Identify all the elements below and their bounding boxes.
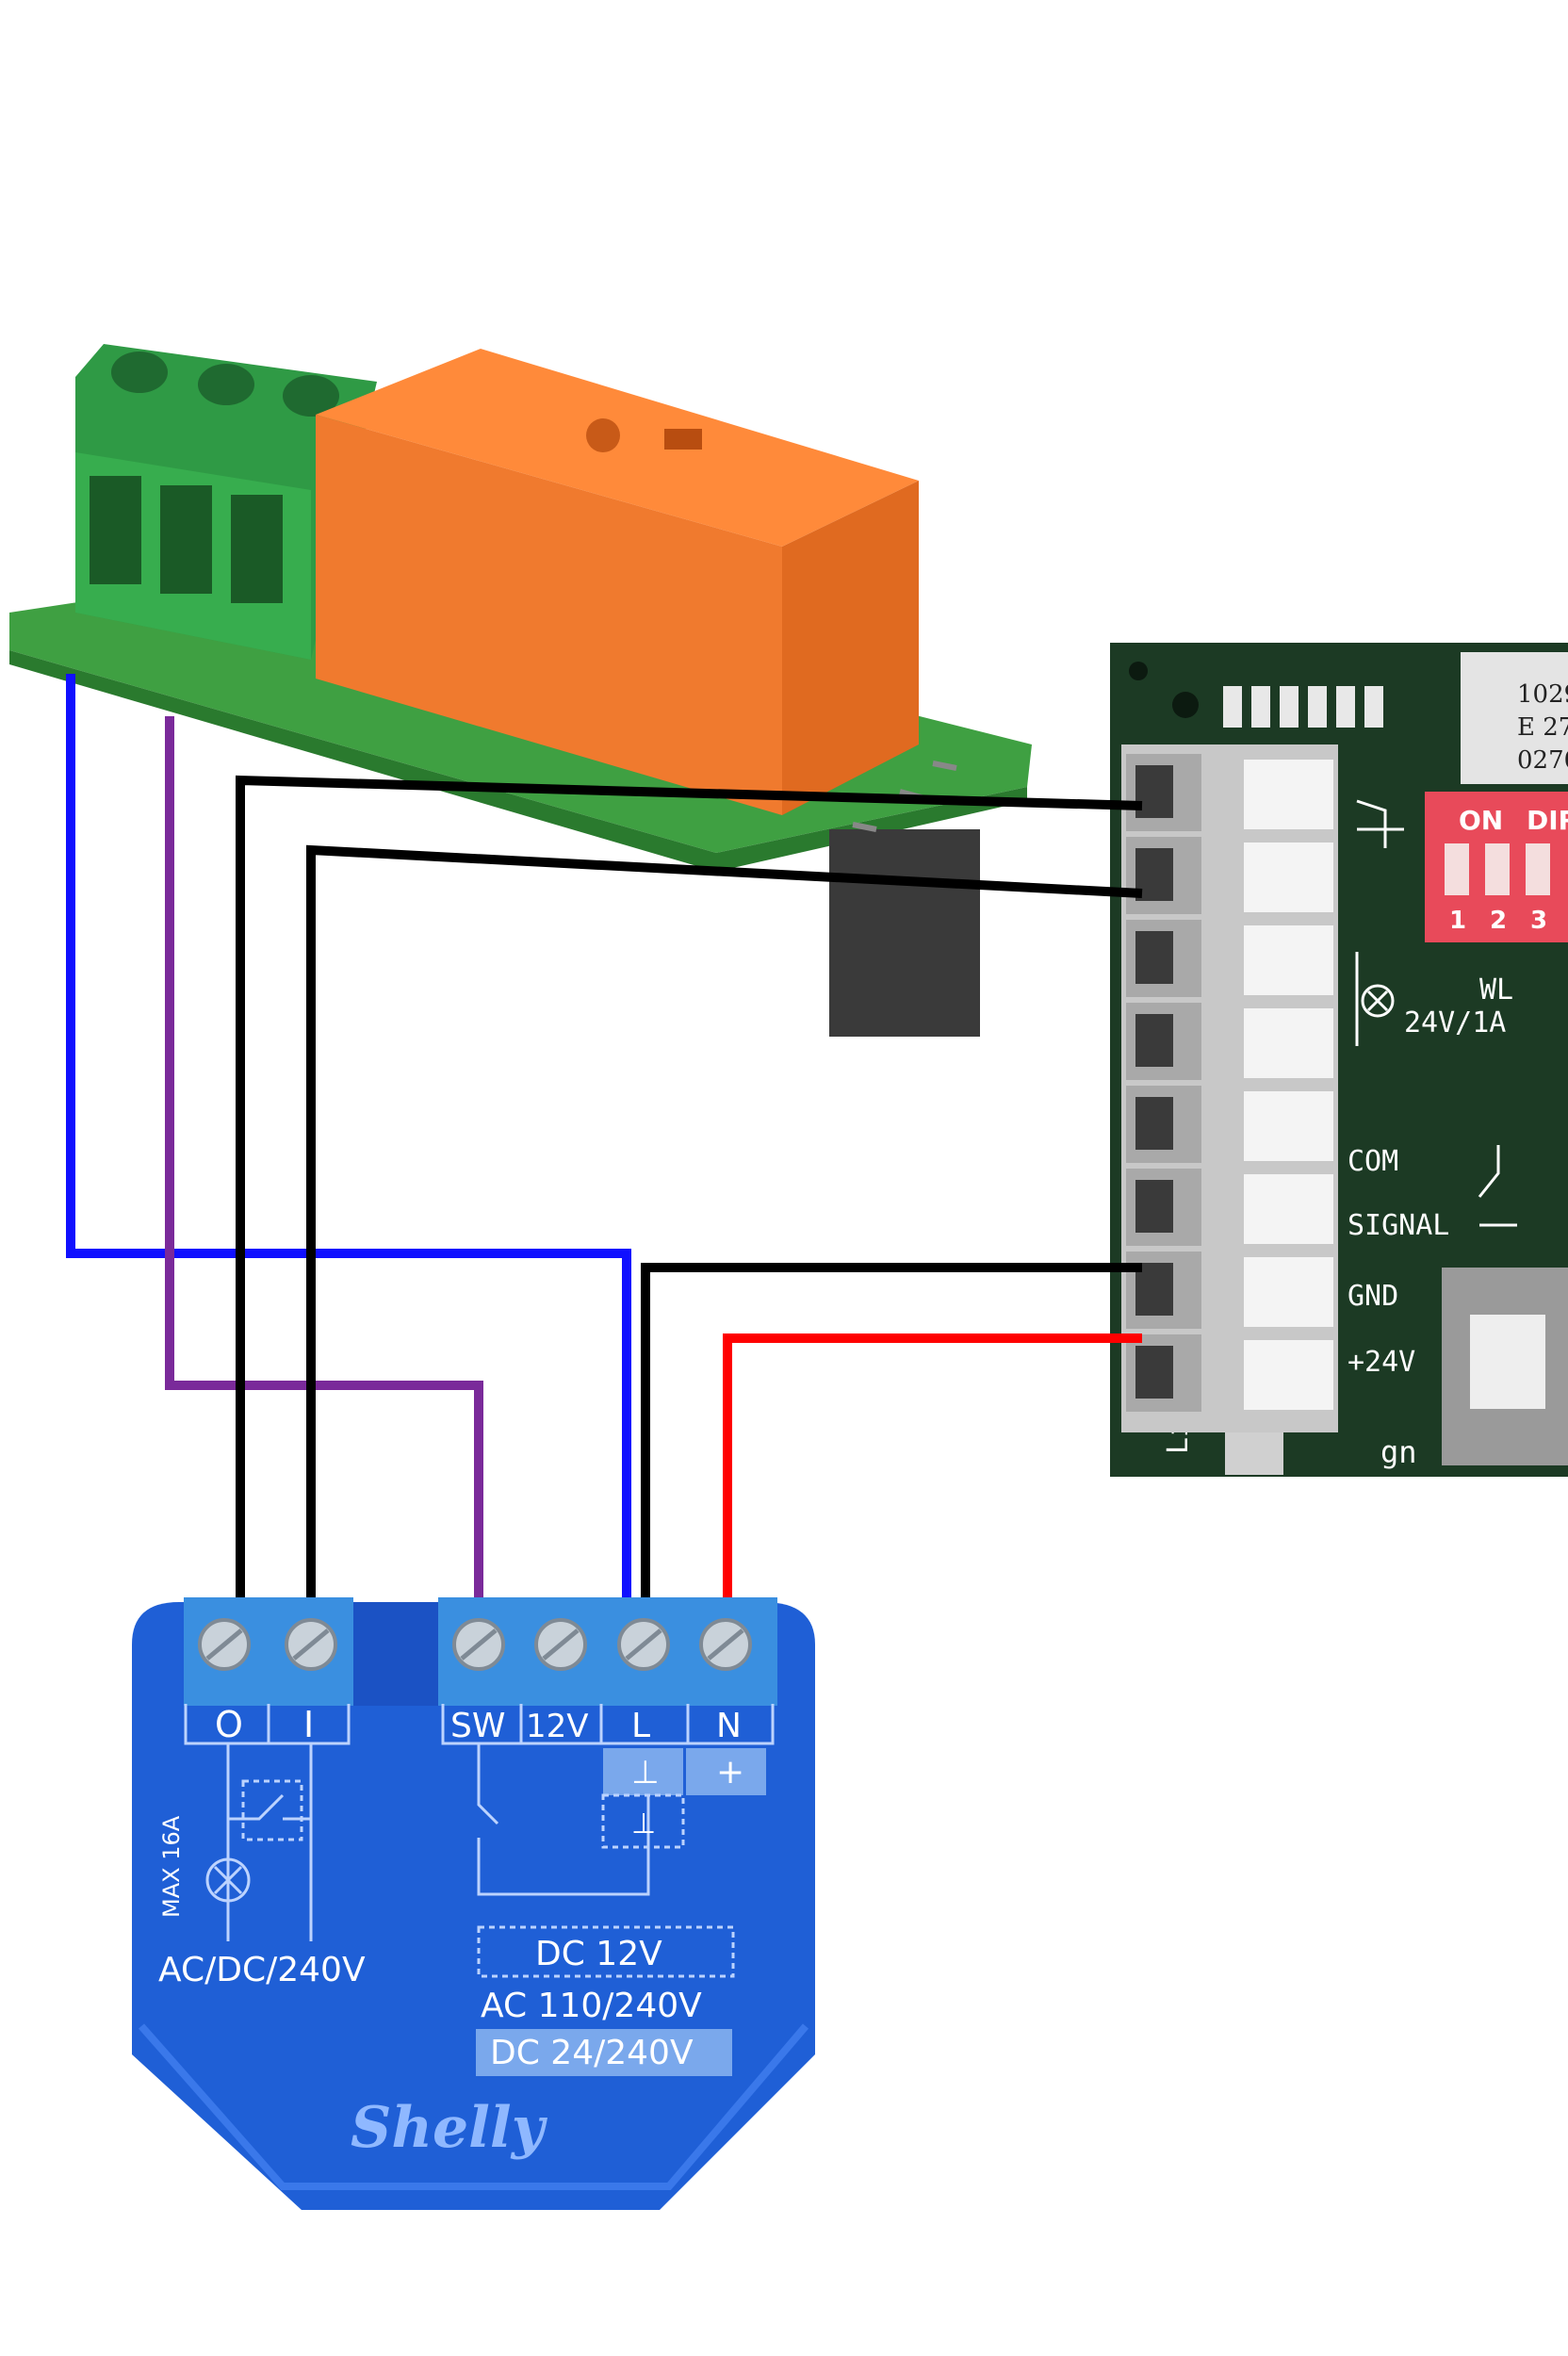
shelly-brand-logo: Shelly <box>351 2095 548 2161</box>
board-label-gnd-lower: gn <box>1380 1434 1417 1470</box>
shelly-dc24-label: DC 24/240V <box>490 2034 694 2072</box>
shelly-screw-slot <box>542 1628 580 1661</box>
relay-terminal-block <box>75 344 377 660</box>
control-board: 1029 E 27 0270 ON DIR 1 2 3 WL 24V/1A CO… <box>1110 643 1568 1477</box>
board-terminal-slot <box>1126 1086 1333 1163</box>
shelly-label-n: N <box>716 1707 742 1745</box>
wire-red-24v <box>723 1333 1142 1612</box>
wire-black-gnd <box>641 1263 1142 1612</box>
board-label-gnd: GND <box>1348 1280 1398 1313</box>
shelly-dc12-label: DC 12V <box>535 1935 662 1973</box>
wire-black-i <box>306 844 1143 1612</box>
board-terminal-slot <box>1126 1334 1333 1412</box>
wire-black-o <box>236 775 1143 1612</box>
shelly-ac110-label: AC 110/240V <box>481 1987 702 2025</box>
board-terminal-slot <box>1126 1169 1333 1246</box>
svg-text:ON: ON <box>1459 805 1503 836</box>
shelly-acdc-label: AC/DC/240V <box>158 1951 366 1989</box>
svg-text:1: 1 <box>1449 907 1466 935</box>
shelly-module: O I SW 12V L N ⊥ + ⊥ MAX 16A AC/DC/240V … <box>132 1597 815 2210</box>
board-label-com: COM <box>1348 1145 1398 1178</box>
board-terminal-slot <box>1126 837 1333 914</box>
board-terminal-slot <box>1126 1003 1333 1080</box>
svg-text:2: 2 <box>1490 907 1507 935</box>
shelly-dc-minus-inner: ⊥ <box>631 1808 656 1841</box>
shelly-screw-slot <box>292 1628 330 1661</box>
wires <box>66 674 1143 1612</box>
shelly-dc-plus: + <box>716 1753 744 1792</box>
board-sticker <box>1461 652 1568 784</box>
svg-text:E 27: E 27 <box>1517 713 1568 742</box>
board-label-wl: WL <box>1479 973 1513 1006</box>
shelly-terminal-screws <box>198 1618 752 1671</box>
shelly-dc-minus: ⊥ <box>631 1754 660 1792</box>
shelly-label-o: O <box>215 1704 243 1745</box>
shelly-screw-slot <box>625 1628 662 1661</box>
relay-body <box>316 349 919 815</box>
shelly-label-l: L <box>631 1707 650 1745</box>
shelly-label-i: I <box>303 1704 314 1745</box>
svg-text:3: 3 <box>1530 907 1547 935</box>
svg-text:DIR: DIR <box>1527 805 1568 836</box>
dip-switch: ON DIR 1 2 3 <box>1425 792 1568 942</box>
board-silkscreen <box>1355 799 1517 1227</box>
shelly-screw-slot <box>205 1628 243 1661</box>
board-terminal-slot <box>1126 920 1333 997</box>
wire-blue <box>66 674 631 1612</box>
svg-text:1029: 1029 <box>1517 680 1568 709</box>
board-terminal-slot <box>1126 754 1333 831</box>
board-label-rating: 24V/1A <box>1404 1006 1506 1039</box>
relay-pin-header <box>829 829 980 1037</box>
board-terminal-block <box>1121 744 1338 1432</box>
wire-purple <box>165 716 483 1612</box>
shelly-screw-slot <box>707 1628 744 1661</box>
shelly-screw-slot <box>460 1628 498 1661</box>
board-label-signal: SIGNAL <box>1348 1209 1449 1242</box>
shelly-max-label: MAX 16A <box>158 1815 185 1918</box>
shelly-label-sw: SW <box>450 1707 505 1745</box>
relay-module <box>9 344 1032 1037</box>
shelly-label-12v: 12V <box>526 1708 589 1745</box>
board-label-24v: +24V <box>1348 1346 1415 1379</box>
svg-text:0270: 0270 <box>1517 746 1568 775</box>
shelly-schematic <box>205 1743 735 1978</box>
